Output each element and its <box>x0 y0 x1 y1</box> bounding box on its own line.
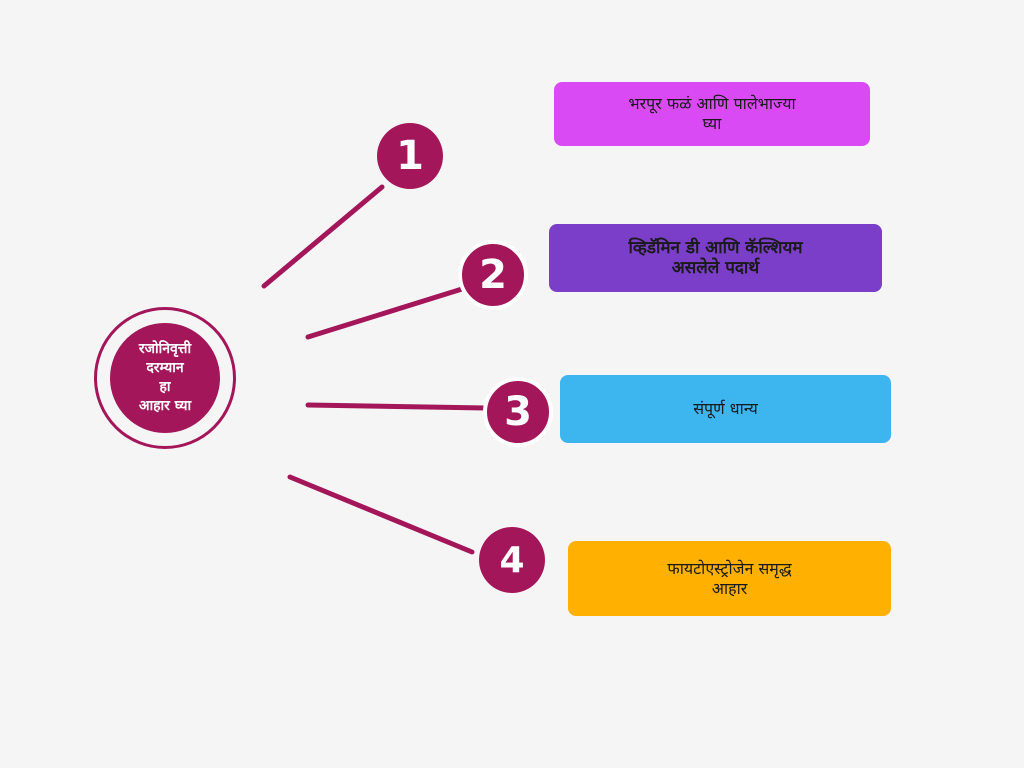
number-badge-3: 3 <box>483 377 553 447</box>
connector-line-1 <box>261 184 385 289</box>
center-node: रजोनिवृत्ती दरम्यान हा आहार घ्या <box>110 323 220 433</box>
center-node-ring: रजोनिवृत्ती दरम्यान हा आहार घ्या <box>94 307 236 449</box>
connector-line-3 <box>305 402 489 411</box>
connector-line-4 <box>287 474 475 555</box>
number-badge-1: 1 <box>377 123 443 189</box>
item-box-1: भरपूर फळं आणि पालेभाज्या घ्या <box>554 82 870 146</box>
center-node-label: रजोनिवृत्ती दरम्यान हा आहार घ्या <box>138 341 192 414</box>
number-badge-4: 4 <box>479 527 545 593</box>
item-box-2: व्हिडॅमिन डी आणि कॅल्शियम असलेले पदार्थ <box>549 224 882 292</box>
connector-line-2 <box>305 286 465 340</box>
number-badge-2: 2 <box>458 240 528 310</box>
item-box-3: संपूर्ण धान्य <box>560 375 891 443</box>
item-box-4: फायटोएस्ट्रोजेन समृद्ध आहार <box>568 541 891 616</box>
